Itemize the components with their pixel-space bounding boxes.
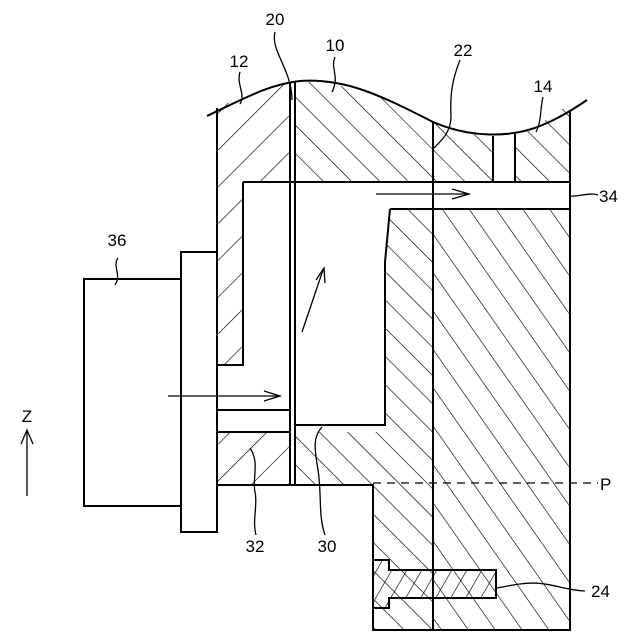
- leader-34: [570, 194, 598, 196]
- label-32: 32: [246, 537, 265, 556]
- flange-36: [181, 252, 217, 532]
- member-10-side-hatch: [295, 209, 433, 630]
- leader-36: [115, 258, 118, 285]
- label-22: 22: [454, 41, 473, 60]
- member-10-taper: [295, 209, 390, 425]
- label-24: 24: [591, 582, 610, 601]
- z-axis: [21, 430, 33, 496]
- member-10-block-hatch: [295, 82, 433, 182]
- label-z: Z: [22, 407, 32, 426]
- member-12-wall-hatch: [217, 82, 290, 365]
- member-12-base-hatch: [217, 432, 290, 485]
- device-36: [84, 279, 181, 506]
- label-14: 14: [534, 77, 553, 96]
- label-10: 10: [326, 36, 345, 55]
- label-12: 12: [230, 52, 249, 71]
- rising-flow-arrow: [302, 270, 323, 332]
- hatch-fills: [217, 82, 570, 630]
- label-36: 36: [108, 231, 127, 250]
- label-34: 34: [599, 187, 618, 206]
- label-30: 30: [318, 537, 337, 556]
- label-p: P: [600, 475, 611, 494]
- right-block-hatch: [433, 209, 570, 630]
- label-20: 20: [266, 10, 285, 29]
